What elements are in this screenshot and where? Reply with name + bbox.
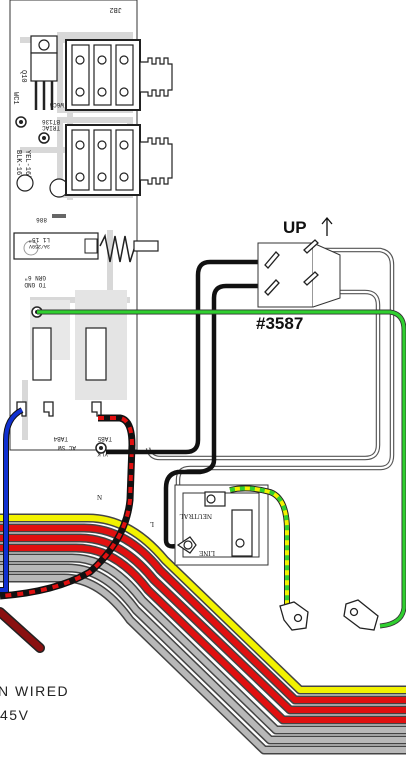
ribbon-wire-yellow xyxy=(0,515,406,693)
terminal-block xyxy=(174,484,269,566)
switch-up-label: UP xyxy=(283,218,307,237)
triac-code-label: W6C6 xyxy=(49,101,64,108)
ac-sw-label: AC SW xyxy=(58,444,76,451)
striped-wire-stripes xyxy=(0,416,135,598)
relay-left xyxy=(32,327,52,381)
audio-jack-top xyxy=(65,39,173,111)
ground-lug-left xyxy=(279,601,309,631)
power-switch xyxy=(257,239,341,308)
neutral-label: NEUTRAL xyxy=(179,512,212,520)
tab4-label: TAB4 xyxy=(53,435,68,442)
to-gnd-label: TO GND xyxy=(24,281,46,288)
switch-part-number: #3587 xyxy=(256,314,303,333)
l1-sub-label: 3A/250V xyxy=(29,243,50,249)
black-wires xyxy=(106,259,262,549)
triac-label: TRIAC xyxy=(42,124,60,131)
blk-wire-label: BLK-16" xyxy=(14,150,22,179)
caption-line-1: N WIRED xyxy=(0,683,70,699)
l-marker: L xyxy=(150,520,154,528)
regulator-q10 xyxy=(30,35,58,110)
ribbon-wire-red-3 xyxy=(0,545,406,723)
up-arrow-icon xyxy=(321,216,333,236)
tab5-label: TAB5 xyxy=(97,435,112,442)
yel-wire-label: YEL-16" xyxy=(23,150,31,179)
ribbon-wire-gray-3 xyxy=(0,575,406,753)
grn-wire-label: GRN 6" xyxy=(24,274,46,281)
green-ground-wire xyxy=(37,310,406,628)
part-886-label: 886 xyxy=(36,216,47,223)
blue-wire xyxy=(0,408,23,592)
l1-label: L1 15" xyxy=(28,236,50,243)
q10-label: Q10 xyxy=(19,70,27,83)
n-marker: N xyxy=(97,494,102,502)
line-label: LINE xyxy=(199,549,215,557)
tab5-screw xyxy=(95,442,107,454)
audio-jack-bottom xyxy=(65,124,173,196)
triac-part-label: BT136 xyxy=(42,118,60,125)
capacitor-1 xyxy=(16,174,34,192)
relay-right xyxy=(85,327,107,381)
yellow-green-wire-green xyxy=(229,486,289,605)
tab5-connector xyxy=(91,401,102,417)
screw-triac xyxy=(38,132,50,144)
fuse-block xyxy=(13,232,99,260)
screw-q10 xyxy=(15,116,27,128)
ribbon-wire-red-2 xyxy=(0,535,406,713)
spring-plunger xyxy=(133,240,159,252)
caption-line-2: 45V xyxy=(0,707,30,723)
ribbon-wire-gray-2 xyxy=(0,565,406,743)
power-cord-dark-red-fill xyxy=(0,608,44,652)
board-id-label: JB2 xyxy=(109,5,122,13)
ribbon-cable-bundle xyxy=(0,513,406,755)
ground-lug-right xyxy=(343,599,379,631)
ribbon-wire-red-1 xyxy=(0,525,406,703)
ribbon-wire-gray-1 xyxy=(0,555,406,733)
spring xyxy=(99,233,152,263)
wc1-label: WC1 xyxy=(11,92,19,105)
small-resistor xyxy=(52,214,66,218)
